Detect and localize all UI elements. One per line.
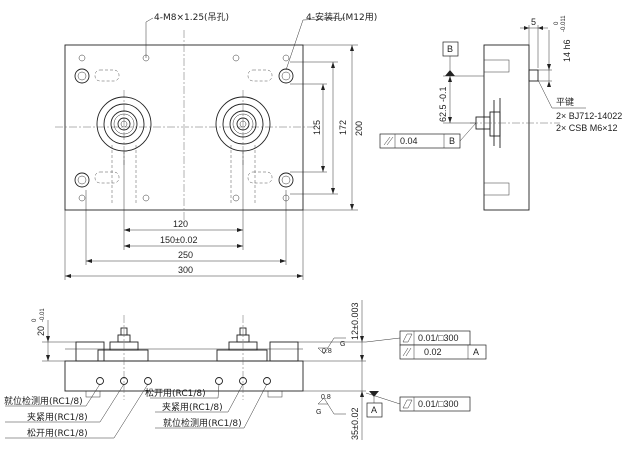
dim-120: 120	[173, 219, 188, 229]
port-label-left-2: 夹紧用(RC1/8)	[27, 411, 88, 423]
datum-b: B	[447, 44, 453, 54]
left-key-block	[75, 341, 105, 362]
note-lift-holes: 4-M8×1.25(吊孔)	[154, 12, 229, 23]
svg-text:0: 0	[32, 318, 38, 322]
dim-125: 125	[312, 120, 322, 135]
key-slot	[247, 69, 273, 82]
roughness-symbol-bottom: 0.8 G	[316, 394, 346, 416]
parallelism-frame-front: 0.02 A	[399, 344, 487, 360]
datum-a-box	[366, 402, 383, 418]
port-right-3	[263, 377, 271, 385]
port-label-left-1: 就位检测用(RC1/8)	[4, 395, 83, 407]
parallel-datum: B	[449, 136, 455, 146]
svg-text:0.8: 0.8	[321, 394, 331, 401]
mount-hole	[74, 172, 90, 188]
parallelism-frame: 0.04 B	[379, 122, 477, 149]
svg-text:0.02: 0.02	[424, 347, 442, 357]
mount-hole	[278, 172, 294, 188]
dim-35: 35±0.02	[350, 408, 360, 440]
key-slot	[94, 69, 120, 82]
port-left-3	[144, 377, 152, 385]
flatness-frame-top: 0.01/□300	[365, 330, 471, 346]
svg-text:-0.01: -0.01	[40, 308, 46, 322]
port-label-right-1: 松开用(RC1/8)	[145, 387, 206, 399]
svg-text:0.8: 0.8	[322, 348, 332, 355]
svg-text:A: A	[473, 347, 479, 357]
svg-text:0.01/□300: 0.01/□300	[418, 399, 458, 409]
dim-20: 20	[36, 326, 46, 336]
dim-300: 300	[178, 265, 193, 275]
datum-b-triangle	[445, 70, 455, 76]
mount-hole	[278, 68, 294, 84]
parallel-tolerance: 0.04	[400, 136, 418, 146]
mount-hole	[74, 68, 90, 84]
top-view: 4-M8×1.25(吊孔) 4-安装孔(M12用) 120 150±0.02 2…	[55, 11, 377, 280]
datum-b-box	[442, 41, 459, 57]
port-left-1	[96, 377, 104, 385]
svg-text:0: 0	[554, 21, 560, 25]
dim-150: 150±0.02	[160, 235, 197, 245]
key-note-line2: 2× CSB M6×12	[556, 123, 618, 133]
svg-text:G: G	[340, 341, 345, 348]
svg-text:G: G	[316, 409, 321, 416]
dim-14h6: 14 h6	[562, 39, 572, 62]
port-right-1	[215, 377, 223, 385]
front-view: 就位检测用(RC1/8) 夹紧用(RC1/8) 松开用(RC1/8) 松开用(R…	[4, 300, 487, 440]
dim-12: 12±0.003	[350, 303, 360, 340]
side-view: 5 14 h6 0 -0.011 B 62.5 -0.1 0.04 B	[379, 15, 622, 211]
svg-text:0.01/□300: 0.01/□300	[418, 333, 458, 343]
port-left-2	[120, 377, 128, 385]
svg-text:-0.011: -0.011	[561, 15, 567, 32]
right-key-block	[269, 341, 299, 362]
clamp-body-side	[489, 111, 501, 137]
clamp-front-left	[97, 327, 149, 362]
datum-a: A	[371, 405, 377, 415]
roughness-symbol-top: 0.8 G	[317, 337, 346, 355]
note-mount-holes: 4-安装孔(M12用)	[306, 11, 377, 23]
lift-hole	[282, 54, 290, 62]
flatness-frame-bottom: 0.01/□300	[365, 392, 471, 412]
zero-point-clamp-left	[96, 96, 152, 152]
lift-hole	[78, 54, 86, 62]
key-tenon	[528, 69, 539, 82]
dim-5: 5	[531, 17, 536, 27]
front-base-plate	[64, 360, 304, 392]
key-note-title: 平键	[556, 96, 574, 108]
dim-62-5: 62.5 -0.1	[438, 86, 448, 122]
datum-a-triangle	[369, 391, 379, 397]
port-label-left-3: 松开用(RC1/8)	[27, 427, 88, 439]
dim-172: 172	[338, 120, 348, 135]
side-plate-outline	[483, 44, 530, 211]
key-note-line1: 2× BJ712-14022	[556, 111, 622, 121]
zero-point-clamp-right	[215, 96, 271, 152]
dim-200: 200	[354, 121, 364, 136]
port-label-right-2: 夹紧用(RC1/8)	[162, 401, 223, 413]
clamp-front-right	[216, 327, 268, 362]
dim-250: 250	[178, 250, 193, 260]
lift-hole	[232, 54, 240, 62]
port-label-right-3: 就位检测用(RC1/8)	[163, 417, 242, 429]
